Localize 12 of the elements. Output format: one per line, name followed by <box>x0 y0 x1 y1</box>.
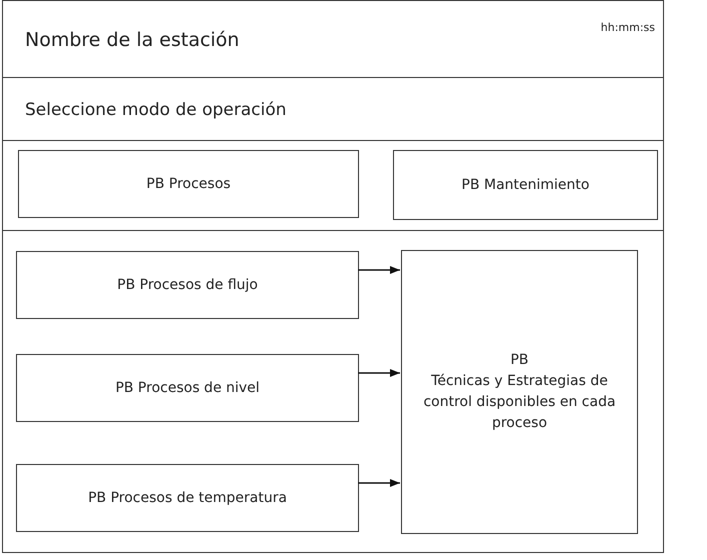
mode-prompt: Seleccione modo de operación <box>25 100 286 120</box>
push-button: PB Procesos de nivel <box>16 354 359 422</box>
station-name: Nombre de la estación <box>25 29 240 51</box>
push-button: PB Técnicas y Estrategias de control disponibles en cada proceso <box>401 250 638 534</box>
arrow <box>358 369 400 377</box>
push-button: PB Procesos <box>18 150 359 218</box>
push-button: PB Procesos de temperatura <box>16 464 359 532</box>
push-button: PB Procesos de flujo <box>16 251 359 319</box>
push-button: PB Mantenimiento <box>393 150 658 220</box>
arrow <box>358 479 400 487</box>
time-display: hh:mm:ss <box>600 21 655 34</box>
arrow <box>358 266 400 274</box>
